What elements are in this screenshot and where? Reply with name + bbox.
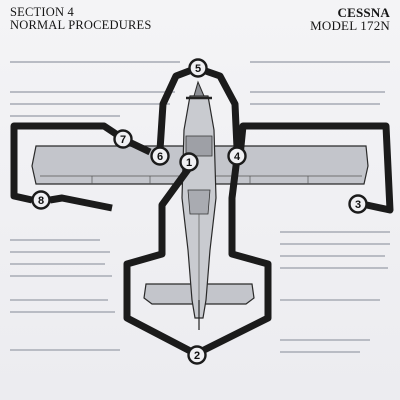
svg-text:5: 5	[195, 63, 201, 75]
svg-text:1: 1	[186, 157, 192, 169]
model-header: CESSNA MODEL 172N	[310, 6, 390, 32]
callout-2: 2	[187, 345, 207, 365]
callout-6: 6	[150, 146, 170, 166]
aircraft-spinner	[193, 80, 205, 97]
callout-8: 8	[31, 190, 51, 210]
bleed-through-text	[10, 61, 390, 353]
callout-4: 4	[227, 146, 247, 166]
svg-text:6: 6	[157, 151, 163, 163]
svg-text:2: 2	[194, 350, 200, 362]
callout-1: 1	[179, 152, 199, 172]
svg-text:7: 7	[120, 134, 126, 146]
brand-name: CESSNA	[337, 5, 390, 20]
callout-5: 5	[188, 58, 208, 78]
section-number: SECTION 4	[10, 5, 74, 19]
svg-text:4: 4	[234, 151, 241, 163]
svg-text:8: 8	[38, 195, 44, 207]
callout-3: 3	[348, 194, 368, 214]
route-segment-4-3	[236, 122, 394, 214]
section-title: NORMAL PROCEDURES	[10, 18, 152, 32]
callout-7: 7	[113, 129, 133, 149]
model-name: MODEL 172N	[310, 18, 390, 33]
aircraft-top-view	[31, 80, 369, 330]
section-header: SECTION 4 NORMAL PROCEDURES	[10, 6, 152, 32]
svg-text:3: 3	[355, 199, 361, 211]
